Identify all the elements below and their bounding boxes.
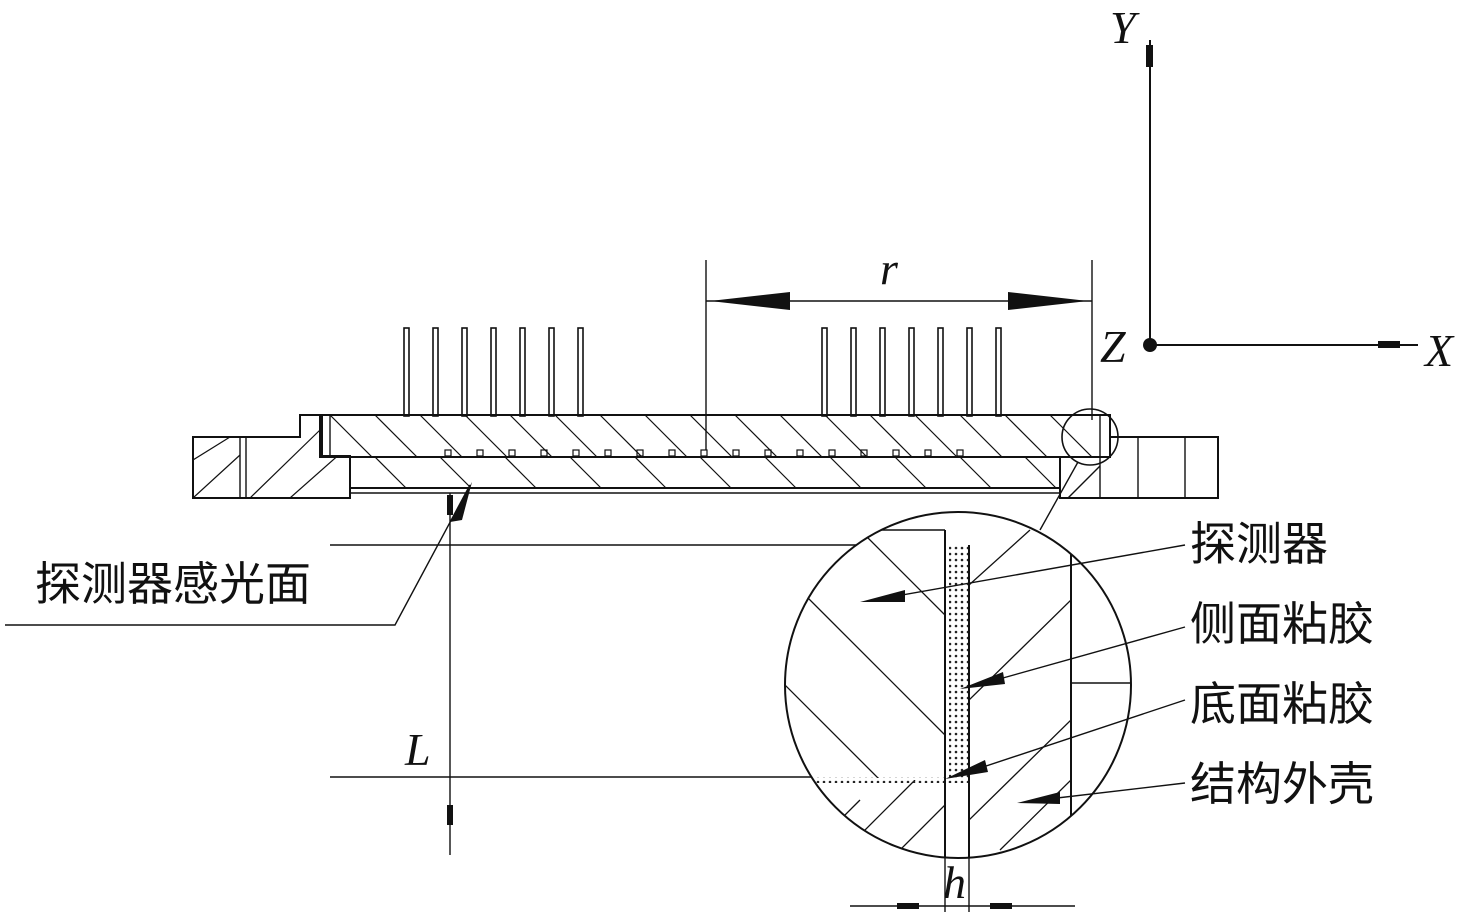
radius-label: r	[880, 243, 899, 294]
side-glue-callout: 侧面粘胶	[960, 597, 1374, 689]
sensor-pads	[444, 449, 964, 457]
bottom-glue-callout: 底面粘胶	[945, 677, 1374, 779]
zoom-connector-line	[1039, 461, 1079, 531]
x-axis-arrow	[1378, 341, 1400, 348]
distance-dimension: L	[330, 493, 945, 855]
housing-right	[1059, 408, 1219, 499]
radius-arrow-right	[1008, 292, 1088, 310]
detector-label: 探测器	[1190, 517, 1328, 571]
y-axis-arrow	[1146, 45, 1153, 67]
bottom-glue-strip	[815, 777, 969, 783]
housing-left	[192, 414, 351, 499]
radius-dimension: r	[705, 243, 1093, 450]
bottom-glue-label: 底面粘胶	[1190, 677, 1374, 731]
detector-plate	[319, 414, 1111, 494]
detail-zoom-view: h	[784, 511, 1132, 912]
side-glue-label: 侧面粘胶	[1190, 597, 1374, 651]
detector-surface-callout: 探测器感光面	[5, 482, 472, 626]
housing-label: 结构外壳	[1190, 757, 1374, 811]
pin-array-left	[403, 327, 584, 417]
pin-array-right	[821, 327, 1002, 417]
z-axis-label: Z	[1100, 321, 1126, 372]
x-axis-label: X	[1423, 325, 1455, 376]
glue-gap-label: h	[943, 857, 966, 908]
radius-arrow-left	[710, 292, 790, 310]
detail-marker-circle	[1061, 408, 1119, 466]
housing-callout: 结构外壳	[1017, 757, 1374, 811]
detector-callout: 探测器	[860, 517, 1328, 602]
y-axis-label: Y	[1110, 2, 1140, 53]
distance-label: L	[404, 724, 431, 775]
detector-surface-label: 探测器感光面	[35, 557, 311, 611]
side-glue-strip	[949, 545, 969, 777]
coordinate-axes: Y X Z	[1100, 2, 1455, 376]
z-axis-origin-dot	[1143, 338, 1157, 352]
